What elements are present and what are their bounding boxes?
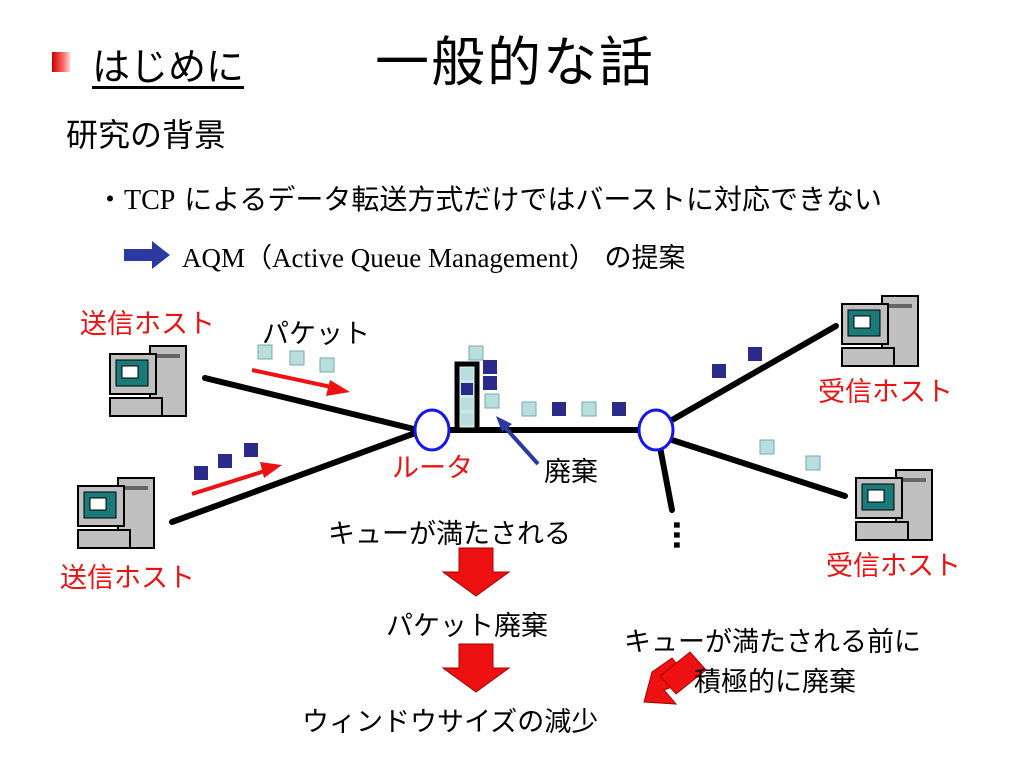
proposal-suffix: の提案: [595, 243, 686, 274]
drop-arrow-head: [496, 416, 512, 432]
flow-arrow-bottom: [191, 468, 269, 496]
flow-arrow-bottom-head: [260, 462, 282, 478]
sender-bottom-label: 送信ホスト: [60, 563, 195, 594]
computer-icon: [77, 477, 155, 549]
flow-step-1: キューが満たされる: [328, 519, 571, 550]
packet-dropped: [483, 376, 497, 390]
packet: [712, 364, 726, 378]
bullet-line: ・TCP によるデータ転送方式だけではバーストに対応できない: [96, 178, 882, 218]
router-right: [637, 408, 675, 452]
packet: [612, 402, 626, 416]
link-sender-bottom: [169, 429, 421, 525]
down-arrow-icon: [441, 643, 511, 693]
computer-icon: [855, 469, 933, 541]
packet-dropped: [484, 393, 500, 409]
section-label: はじめに: [92, 45, 245, 89]
packet: [748, 347, 762, 361]
slide-title: 一般的な話: [375, 31, 655, 94]
packet: [289, 350, 305, 366]
diagonal-arrow-shaft: [659, 651, 707, 695]
packet: [581, 401, 597, 417]
right-arrow-icon: [124, 241, 170, 269]
aqm-note-line2: 積極的に廃棄: [694, 667, 856, 698]
packet: [552, 402, 566, 416]
receiver-bottom-label: 受信ホスト: [826, 551, 961, 582]
bullet-marker: ・: [96, 183, 125, 216]
packet: [521, 401, 537, 417]
aqm-note-line1: キューが満たされる前に: [624, 627, 921, 658]
tcp-text: TCP: [124, 185, 176, 216]
flow-arrow-top-head: [326, 380, 350, 396]
packet-dropped: [468, 345, 484, 361]
bullet-text: によるデータ転送方式だけではバーストに対応できない: [175, 183, 883, 216]
packet: [244, 443, 258, 457]
ellipsis-label: …: [666, 520, 701, 550]
link-receiver-top: [669, 323, 839, 423]
flow-step-3: ウィンドウサイズの減少: [302, 707, 599, 738]
link-receiver-bottom: [669, 437, 848, 499]
packet: [319, 357, 335, 373]
router-left: [413, 408, 451, 452]
router-label: ルータ: [392, 453, 473, 484]
packet: [218, 454, 232, 468]
section-bullet-icon: [52, 52, 70, 72]
link-sender-top: [202, 375, 421, 433]
packet-dropped: [483, 360, 497, 374]
computer-icon: [841, 295, 919, 367]
packet: [805, 455, 821, 471]
packet: [759, 439, 775, 455]
aqm-abbr: AQM: [182, 243, 246, 273]
subheading: 研究の背景: [66, 116, 227, 154]
router-queue: [454, 361, 480, 433]
receiver-top-label: 受信ホスト: [818, 377, 953, 408]
packet: [194, 466, 208, 480]
flow-step-2: パケット廃棄: [386, 611, 548, 642]
link-extra: [657, 444, 675, 513]
packet: [257, 344, 273, 360]
drop-label: 廃棄: [544, 457, 598, 488]
sender-top-label: 送信ホスト: [80, 309, 215, 340]
packet-label: パケット: [262, 319, 370, 350]
aqm-full: （Active Queue Management）: [245, 243, 596, 273]
drop-arrow: [500, 422, 540, 466]
aqm-line: AQM（Active Queue Management） の提案: [182, 236, 686, 275]
computer-icon: [109, 345, 187, 417]
flow-arrow-top: [251, 368, 337, 390]
down-arrow-icon: [441, 547, 511, 597]
